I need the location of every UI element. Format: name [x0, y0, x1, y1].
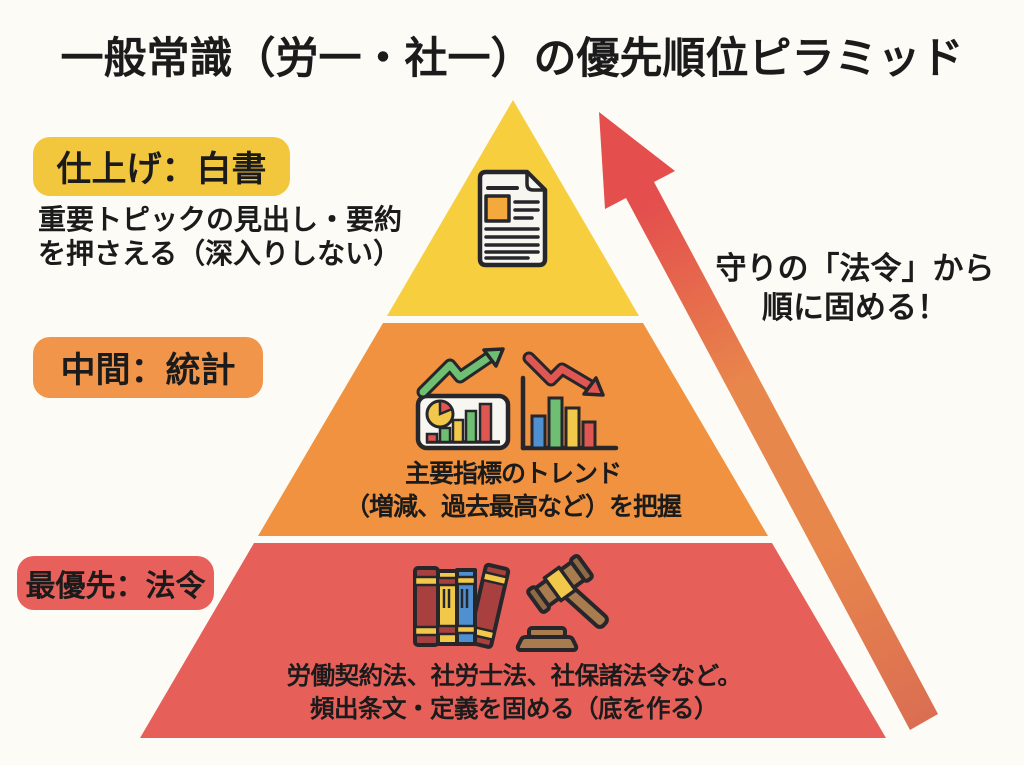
pyramid-level-bottom-shape: [140, 543, 886, 738]
law-books-icon: [413, 562, 511, 649]
description-bottom: 労働契約法、社労士法、社保諸法令など。 頻出条文・定義を固める（底を作る）: [242, 661, 786, 726]
uptrend-chart-icon: [415, 347, 511, 451]
arrow-note: 守りの「法令」から 順に固める！: [690, 249, 1020, 328]
page-title: 一般常識（労一・社一）の優先順位ピラミッド: [60, 35, 964, 83]
gavel-icon: [515, 554, 609, 652]
description-bottom-line2: 頻出条文・定義を固める（底を作る）: [310, 695, 719, 723]
description-middle: 主要指標のトレンド （増減、過去最高など）を把握: [293, 458, 733, 523]
document-icon: [477, 169, 548, 268]
description-top-line2: を押さえる（深入りしない）: [38, 238, 402, 270]
label-pill-top-text: 仕上げ：白書: [56, 150, 267, 189]
description-top: 重要トピックの見出し・要約 を押さえる（深入りしない）: [38, 203, 468, 271]
label-pill-bottom: 最優先：法令: [17, 556, 214, 610]
description-middle-line2: （増減、過去最高など）を把握: [344, 492, 682, 521]
label-pill-middle: 中間：統計: [33, 337, 263, 398]
label-pill-middle-text: 中間：統計: [60, 351, 236, 390]
priority-arrow: [599, 112, 938, 730]
arrow-note-line1: 守りの「法令」から: [715, 251, 995, 286]
label-pill-top: 仕上げ：白書: [33, 137, 290, 196]
pyramid-level-middle-shape: [258, 323, 768, 536]
description-bottom-line1: 労働契約法、社労士法、社保諸法令など。: [286, 663, 742, 690]
downtrend-chart-icon: [520, 351, 619, 451]
label-pill-bottom-text: 最優先：法令: [25, 570, 206, 603]
arrow-note-line2: 順に固める！: [762, 290, 948, 326]
description-middle-line1: 主要指標のトレンド: [404, 460, 622, 488]
description-top-line1: 重要トピックの見出し・要約: [38, 204, 403, 235]
